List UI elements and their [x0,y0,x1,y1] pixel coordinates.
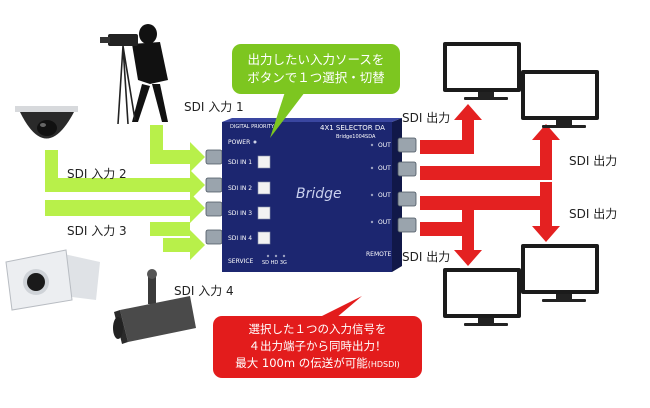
callout-select: 出力したい入力ソースを ボタンで１つ選択・切替 [232,44,400,94]
output-arrow-2 [420,124,560,180]
device-out-label-4: OUT [378,219,391,226]
output-arrow-1 [420,104,482,154]
monitor-4 [443,268,521,326]
bullet-camera [113,269,196,344]
device-btn-label-2: SDI IN 2 [228,185,253,192]
output-label-4: SDI 出力 [402,250,451,264]
device-model: 4X1 SELECTOR DA [320,124,385,132]
callout-output: 選択した１つの入力信号を ４出力端子から同時出力！ 最大 100m の伝送が可能… [213,316,422,378]
input-arrow-4 [150,230,205,260]
output-label-3: SDI 出力 [569,207,618,221]
input-arrow-1 [150,125,205,172]
callout-output-line2: ４出力端子から同時出力！ [248,339,387,353]
callout-output-tail [318,296,362,318]
output-label-2: SDI 出力 [569,154,618,168]
input-label-3: SDI 入力 3 [67,224,127,238]
callout-select-line1: 出力したい入力ソースを [247,52,385,67]
callout-output-line3-main: 最大 100m の伝送が可能 [235,356,368,370]
input-arrow-2 [45,150,205,200]
device-out-label-3: OUT [378,192,391,199]
output-arrow-4 [420,208,482,266]
device-btn-label-3: SDI IN 3 [228,210,253,217]
callout-output-line1: 選択した１つの入力信号を [248,322,387,336]
device-logo: Bridge [296,186,342,202]
callout-select-tail [270,92,305,138]
callout-select-line2: ボタンで１つ選択・切替 [247,70,385,85]
selector-device [205,118,417,272]
device-out-label-2: OUT [378,165,391,172]
input-label-1: SDI 入力 1 [184,100,244,114]
device-btn-label-1: SDI IN 1 [228,159,253,166]
output-label-1: SDI 出力 [402,111,451,125]
monitor-2 [521,70,599,128]
callout-output-line3: 最大 100m の伝送が可能(HDSDI) [213,355,422,373]
monitor-3 [521,244,599,302]
device-power-label: POWER [228,139,251,146]
dome-camera [15,106,78,139]
box-camera-white [5,249,100,311]
callout-output-line3-small: (HDSDI) [367,360,400,369]
input-arrow-3 [45,193,205,223]
device-out-label-1: OUT [378,142,391,149]
input-label-2: SDI 入力 2 [67,167,127,181]
camera-operator [100,24,168,125]
input-arrows [45,125,205,260]
output-arrow-3 [420,182,560,242]
device-service-label: SERVICE [228,258,254,265]
monitors [443,42,599,326]
output-arrows [420,104,560,266]
device-brand: DIGITAL PRIORITY [230,124,275,130]
monitor-1 [443,42,521,100]
device-remote-label: REMOTE [366,251,392,258]
input-label-4: SDI 入力 4 [174,284,234,298]
device-led-labels: SD HD 3G [262,260,287,266]
device-submodel: Bridge1004SDA [336,134,376,140]
device-btn-label-4: SDI IN 4 [228,235,253,242]
